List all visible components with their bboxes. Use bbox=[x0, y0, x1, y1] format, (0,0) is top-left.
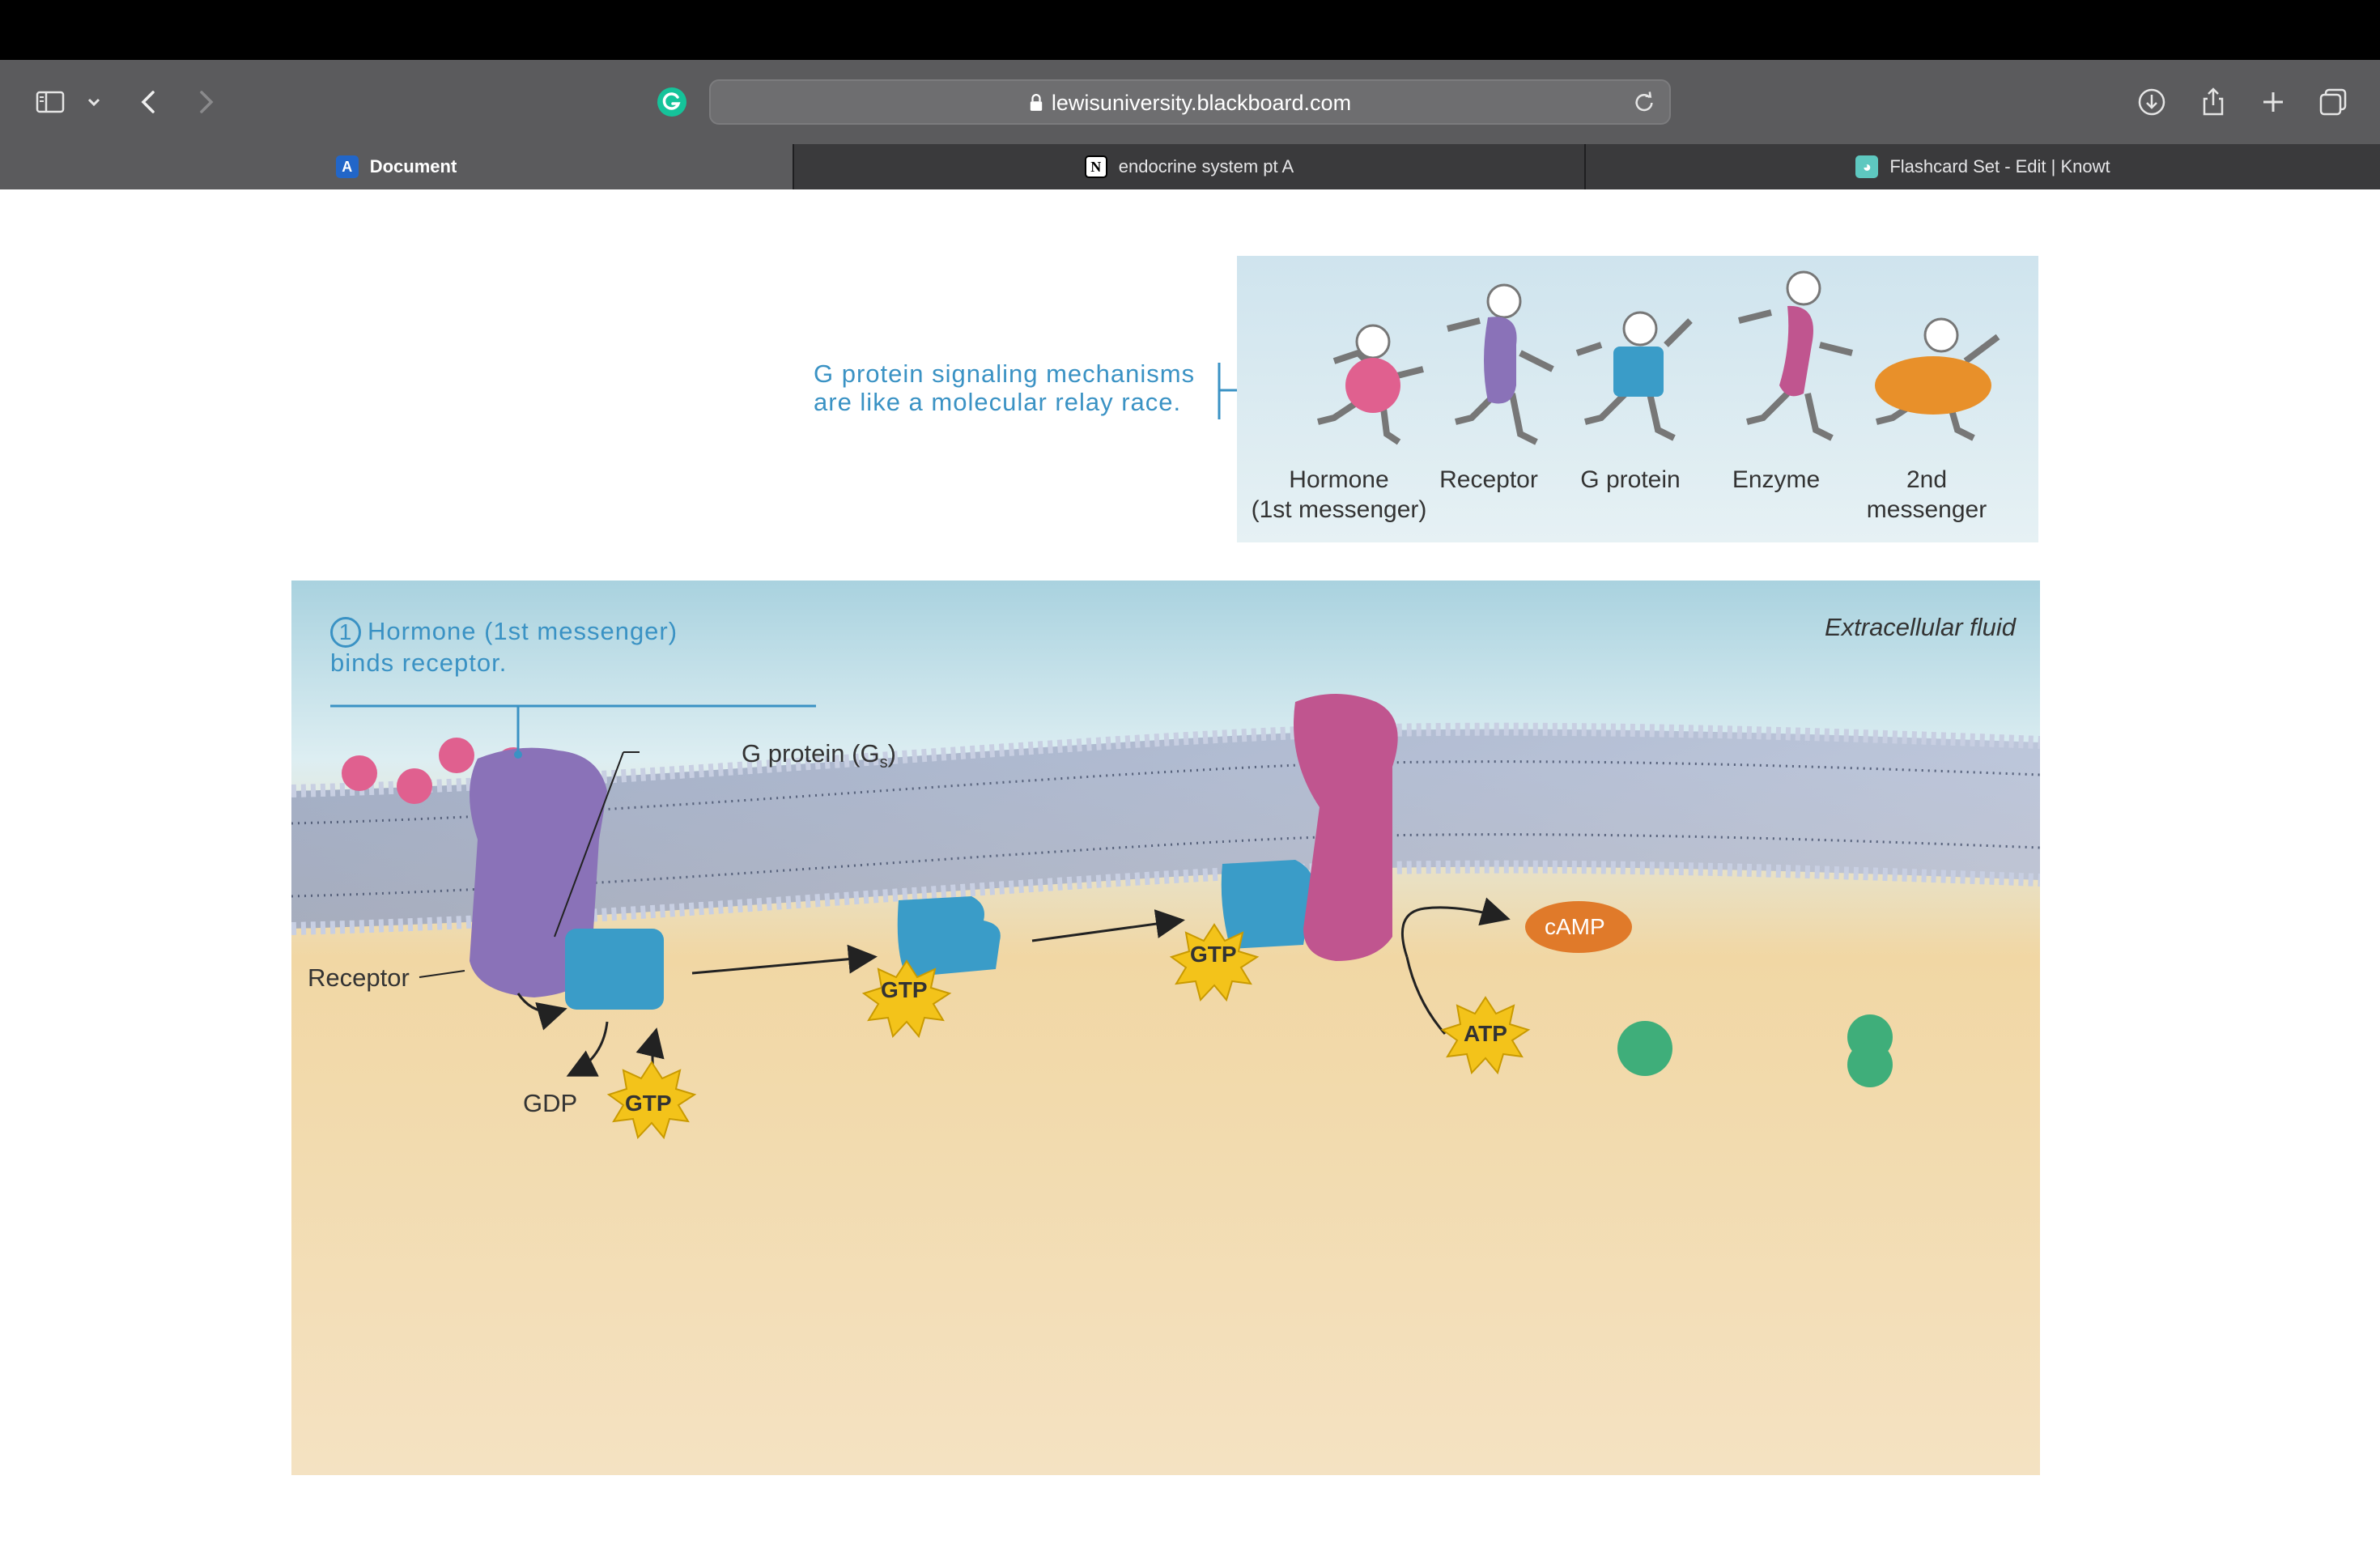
relay-label-line1: Hormone bbox=[1289, 466, 1389, 493]
green-molecule-2b bbox=[1847, 1042, 1893, 1087]
blackboard-anthology-icon: A bbox=[335, 155, 359, 178]
step-line1: Hormone (1st messenger) bbox=[368, 617, 678, 645]
tab-label: endocrine system pt A bbox=[1118, 156, 1294, 176]
lock-icon bbox=[1030, 93, 1043, 111]
tab-label: Flashcard Set - Edit | Knowt bbox=[1889, 156, 2110, 176]
g-protein-label: G protein (Gs) bbox=[742, 739, 896, 772]
gtp-label-2: GTP bbox=[881, 977, 928, 1002]
enzyme-runner bbox=[1738, 270, 1853, 441]
tab-endocrine[interactable]: N endocrine system pt A bbox=[794, 144, 1584, 189]
relay-label-hormone: Hormone (1st messenger) bbox=[1240, 465, 1438, 525]
g-protein-2 bbox=[897, 896, 1001, 977]
second-messenger-runner bbox=[1875, 317, 2000, 441]
relay-label-line1: G protein bbox=[1580, 466, 1681, 493]
gdp-label: GDP bbox=[523, 1089, 578, 1117]
share-icon[interactable] bbox=[2192, 81, 2234, 123]
g-protein-runner bbox=[1575, 311, 1693, 441]
gtp-star-2 bbox=[861, 959, 952, 1039]
download-icon[interactable] bbox=[2131, 81, 2173, 123]
camp-label: cAMP bbox=[1545, 914, 1605, 939]
receptor-leader-line bbox=[419, 970, 465, 978]
relay-label-line2: (1st messenger) bbox=[1251, 496, 1427, 523]
tab-divider bbox=[1584, 144, 1586, 189]
sidebar-icon[interactable] bbox=[29, 81, 71, 123]
receptor-runner bbox=[1447, 283, 1554, 445]
caption-line2: are like a molecular relay race. bbox=[814, 388, 1182, 416]
tab-document[interactable]: A Document bbox=[0, 144, 793, 189]
relay-label-line1: Enzyme bbox=[1732, 466, 1821, 493]
menu-bar-blank bbox=[0, 0, 2380, 60]
reload-icon[interactable] bbox=[1630, 89, 1658, 117]
g-protein-label-text: G protein (G bbox=[742, 739, 880, 768]
url-text: lewisuniversity.blackboard.com bbox=[1051, 91, 1352, 115]
back-icon[interactable] bbox=[128, 81, 170, 123]
address-bar[interactable]: lewisuniversity.blackboard.com bbox=[709, 79, 1671, 125]
gtp-star-1 bbox=[606, 1061, 697, 1140]
url-display[interactable]: lewisuniversity.blackboard.com bbox=[711, 91, 1669, 116]
g-protein-subscript: s bbox=[879, 754, 888, 772]
relay-label-line2: messenger bbox=[1866, 496, 1987, 523]
tab-overview-icon[interactable] bbox=[2312, 81, 2354, 123]
tab-knowt[interactable]: ◕ Flashcard Set - Edit | Knowt bbox=[1586, 144, 2380, 189]
caption-line1: G protein signaling mechanisms bbox=[814, 359, 1196, 388]
notion-icon: N bbox=[1084, 155, 1107, 178]
extracellular-fluid-label: Extracellular fluid bbox=[1824, 613, 2016, 641]
g-protein-label-close: ) bbox=[887, 739, 896, 768]
relay-label-enzyme: Enzyme bbox=[1711, 465, 1841, 495]
relay-label-second-messenger: 2nd messenger bbox=[1854, 465, 2000, 525]
atp-label: ATP bbox=[1464, 1021, 1507, 1046]
new-tab-icon[interactable] bbox=[2252, 81, 2294, 123]
tab-label: Document bbox=[369, 156, 457, 176]
relay-label-line1: Receptor bbox=[1439, 466, 1538, 493]
step-line2: binds receptor. bbox=[330, 649, 508, 677]
chevron-down-icon[interactable] bbox=[74, 81, 113, 123]
grammarly-icon[interactable] bbox=[651, 81, 693, 123]
knowt-icon: ◕ bbox=[1855, 155, 1879, 178]
tab-divider bbox=[793, 144, 794, 189]
adenylyl-cyclase-enzyme bbox=[1294, 694, 1398, 961]
gtp-star-3 bbox=[1169, 923, 1260, 1002]
relay-caption: G protein signaling mechanisms are like … bbox=[814, 359, 1195, 416]
g-protein-1 bbox=[565, 929, 664, 1010]
relay-illustration bbox=[1317, 270, 2000, 445]
g-protein-3 bbox=[1221, 860, 1314, 949]
camp-molecule bbox=[1525, 901, 1632, 953]
green-molecule-1 bbox=[1617, 1021, 1672, 1076]
gtp-label-3: GTP bbox=[1190, 942, 1237, 967]
diagram-illustration bbox=[291, 580, 2040, 1475]
relay-label-receptor: Receptor bbox=[1428, 465, 1549, 495]
step-number-badge: 1 bbox=[330, 617, 361, 648]
receptor-label: Receptor bbox=[308, 963, 410, 992]
relay-race-panel: Hormone (1st messenger) Receptor G prote… bbox=[1237, 256, 2038, 542]
relay-label-g-protein: G protein bbox=[1566, 465, 1695, 495]
relay-label-line1: 2nd bbox=[1906, 466, 1948, 493]
atp-star bbox=[1440, 996, 1531, 1075]
forward-icon[interactable] bbox=[185, 81, 227, 123]
gtp-label-1: GTP bbox=[625, 1091, 672, 1116]
hormone-runner bbox=[1317, 324, 1424, 445]
